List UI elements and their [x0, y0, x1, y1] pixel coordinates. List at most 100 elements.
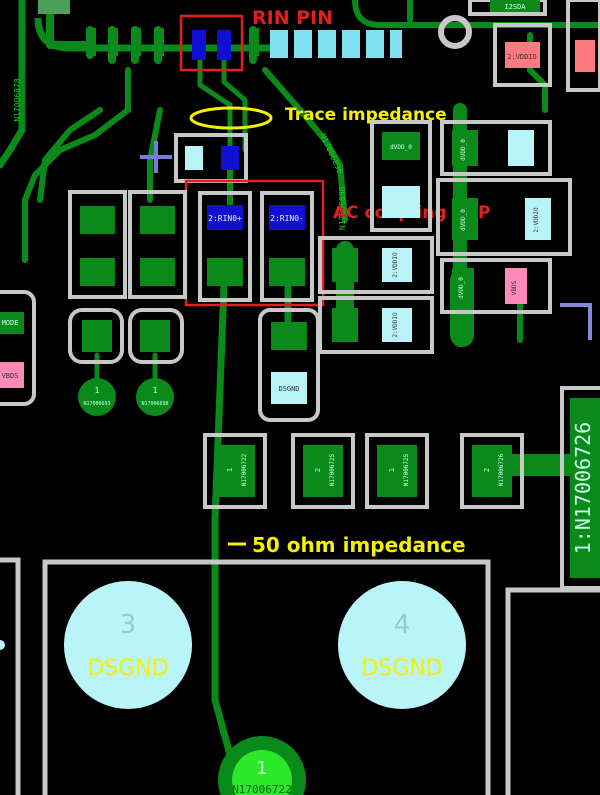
mode-label: MODE: [2, 319, 19, 327]
left-resistor-block: [68, 190, 187, 299]
silk-box: [318, 236, 434, 294]
trace-impedance-ellipse: [189, 106, 273, 130]
via-ring: [438, 15, 472, 49]
header-pin: [131, 28, 141, 56]
silk-box: [128, 190, 187, 299]
vdd-right-label: 2:VDDIO: [533, 207, 540, 233]
header-pad: [38, 0, 70, 14]
cap-pad: [207, 258, 243, 286]
board-edge: [352, 0, 600, 28]
silk-box: [493, 23, 552, 87]
silk-box: [203, 433, 267, 509]
trace: [147, 107, 163, 203]
silk-box: [365, 433, 429, 509]
trace: [0, 126, 26, 169]
hole-number: 3: [120, 610, 137, 640]
hole-label-right: DSGND: [361, 656, 442, 681]
pad: [140, 206, 175, 234]
silk-box: [436, 178, 572, 256]
net-label: N17006896: [318, 132, 345, 175]
lower-left-block: 1 1 N17006693 N17006698: [68, 308, 184, 416]
pin-number: 1: [153, 386, 158, 395]
rin-n-label: 2:RIN0-: [270, 214, 304, 223]
silk-box: [440, 120, 552, 176]
big-right-pad: 1:N17006726: [560, 386, 600, 590]
ac-coupling-cap-group: 2:RIN0+ 2:RIN0-: [184, 179, 325, 307]
fifty-ohm-trace: [211, 281, 234, 759]
pad-cyan: [525, 198, 551, 240]
header-pin-cyan: [342, 30, 360, 58]
sda-pad: [490, 0, 540, 12]
dvdd-c-label: dVDD_0: [460, 209, 467, 231]
cap-pad: [269, 258, 305, 286]
trace: [22, 67, 131, 263]
dvdd-a-label: dVDD_0: [390, 144, 412, 151]
trace: [37, 107, 103, 203]
pad: [472, 445, 512, 497]
pad-cyan: [508, 130, 534, 166]
net-label: N17006726: [498, 453, 505, 486]
rin-pad-p: [192, 30, 206, 60]
cap-outline: [260, 191, 314, 302]
test-point-number: 1: [256, 758, 267, 779]
net-label: N17006693: [83, 401, 110, 407]
via-pad: [136, 378, 174, 416]
pad: [140, 258, 175, 286]
silk-box: [0, 290, 36, 406]
silk-box: [370, 120, 432, 232]
vddio-top-label: 2:VDDIO: [507, 53, 537, 61]
ac-cap-callout-box: [184, 179, 325, 307]
header-pin-cyan: [294, 30, 312, 58]
fifty-ohm-annotation: 50 ohm impedance: [252, 533, 466, 557]
pad: [0, 312, 24, 334]
hole-number: 4: [394, 610, 411, 640]
silk-box: [460, 433, 524, 509]
test-point-net: N17006722: [232, 783, 292, 795]
trace: [262, 67, 348, 223]
plus-marker: [140, 141, 172, 173]
rin-pin-callout-box: [179, 14, 244, 72]
cap-pad-rin-n: [269, 205, 305, 230]
dvdd-b-label: dVDD_0: [460, 139, 467, 161]
pad: [377, 445, 417, 497]
dsgnd-component: DSGND: [258, 308, 320, 422]
pin-number: 2: [483, 468, 491, 472]
header-pin-cyan: [270, 30, 288, 58]
cap-outline: [198, 191, 252, 302]
pad-pink: [0, 362, 24, 388]
silk-outline: [505, 587, 600, 795]
pad-cyan: [185, 146, 203, 170]
pad: [452, 268, 474, 304]
pad-blue: [221, 146, 239, 170]
pad-cyan: [271, 372, 307, 404]
bottom-test-point: 1 N17006722: [218, 736, 306, 795]
pin-number: 1: [226, 468, 234, 472]
vddio-pad: [505, 42, 540, 68]
header-pin: [86, 28, 96, 56]
vddio-mid-label: 2:VDDIO: [392, 252, 399, 278]
silk-box: [68, 190, 127, 299]
mid-right-components: 2:VDDIO 2:VDDIO: [318, 236, 434, 354]
pad-pink: [505, 268, 527, 304]
pad: [452, 198, 478, 240]
dvdd-d-label: dVDD_0: [458, 277, 465, 299]
resistor-row: 1 N17006722 2 N17006725 1 N17006725 2 N1…: [203, 433, 524, 509]
test-point: [232, 750, 292, 795]
pad: [80, 258, 115, 286]
header-pin: [249, 28, 259, 56]
rin-pin-annotation: RIN PIN: [252, 7, 333, 29]
vbds-right-label: VBDS: [511, 280, 518, 295]
silk-outline: [0, 557, 21, 795]
pad: [332, 248, 358, 282]
dsgnd-small-label: DSGND: [278, 385, 299, 393]
pin-number: 2: [314, 468, 322, 472]
net-label: N17006725: [403, 453, 410, 486]
silk-box: [566, 0, 600, 92]
pad: [271, 322, 307, 350]
rin-pad-n: [217, 30, 231, 60]
pad: [140, 320, 170, 352]
pad-cyan: [382, 186, 420, 218]
pad: [303, 445, 343, 497]
